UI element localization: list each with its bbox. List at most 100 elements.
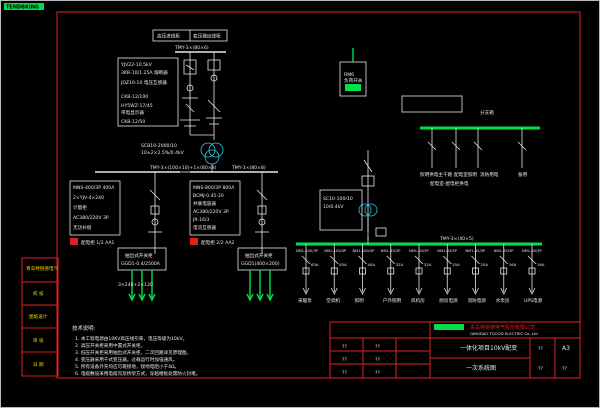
- note-line-2: 3. 低压开关柜采用抽出式开关柜，二次回路详见原理图。: [75, 349, 191, 356]
- top-right-load-1: 配电室照明: [454, 171, 477, 178]
- logo-text: TENDBKING: [6, 5, 39, 11]
- transformer-spec: 10±2×2.5%/0.4kV: [141, 150, 185, 156]
- feeder-rating-6: 25A: [481, 262, 489, 267]
- feeder-rating-8: 16A: [537, 262, 545, 267]
- lv-left-switchgear: [148, 172, 162, 254]
- lv-left-cabinet-label: 抽出式开关柜: [125, 252, 153, 259]
- feeder-load-4: 风机房: [411, 297, 425, 304]
- main-transformer: [200, 142, 224, 165]
- hv-switchgear-right: [206, 52, 222, 140]
- rmu-label: RM6: [344, 72, 354, 78]
- feeder-breaker-2: NM1-100/3P: [353, 249, 376, 253]
- feeder-breaker-8: NM1-63/3P: [522, 249, 542, 253]
- note-line-3: 4. 变压器采用干式变压器，过载运行时加强通风。: [75, 356, 177, 363]
- feeder-rating-7: 16A: [509, 262, 517, 267]
- feeder-8: NM1-63/3P 16A UPS电源: [522, 244, 545, 304]
- hv-switchgear-left: [180, 52, 200, 135]
- title-block-q4: ??: [342, 344, 347, 350]
- hv-bus-label: TMY-3×(80×6): [174, 45, 209, 51]
- feeder-group: NM1-100/3P63A采暖泵NM1-100/3P63A空调机NM1-100/…: [296, 244, 545, 304]
- feeder-breaker-4: NM1-63/3P: [409, 249, 429, 253]
- small-tx-info: [319, 189, 363, 231]
- hv-cabinet-label-a: 高压进线柜: [157, 33, 180, 40]
- title-block-size: A3: [562, 345, 570, 352]
- top-right-bus-label: 分支箱: [480, 109, 494, 116]
- feeder-breaker-0: NM1-100/3P: [296, 249, 319, 253]
- lv-mid-item-1: BCMJ-0.45-20: [193, 193, 224, 199]
- title-block-q6: ??: [342, 357, 347, 363]
- small-transformer-branch: [358, 150, 378, 240]
- lv-mid-item-3: AC380/220V 3P: [193, 209, 229, 215]
- side-panel: 青岛特锐德电气 校 核 图纸设计 审 核 日 期: [21, 257, 59, 377]
- feeder-rating-2: 40A: [368, 262, 376, 267]
- lv-mid-item-4: JR-16/3: [192, 217, 209, 223]
- lv-mid-item-5: 电流互感器: [193, 224, 216, 231]
- hv-item-4: HY5WZ-17/45: [121, 103, 153, 109]
- small-tx-spec: 10/0.4kV: [323, 204, 344, 210]
- hv-cabinet-label-b: 变压器出线柜: [193, 33, 221, 40]
- feeder-rating-5: 25A: [452, 262, 460, 267]
- title-block-company: 青岛特锐德电气股份有限公司: [470, 324, 535, 331]
- feeder-breaker-3: NM1-63/3P: [381, 249, 401, 253]
- feeder-breaker-7: NM1-63/3P: [494, 249, 514, 253]
- hv-item-3: CKB-12/100: [121, 94, 148, 100]
- rmu-indicator: [345, 84, 361, 91]
- note-line-1: 2. 高压开关柜采用中置式开关柜。: [75, 342, 145, 349]
- note-line-0: 1. 本工程电源由10KV高压线引来，电压等级为10kV。: [75, 335, 187, 342]
- logo-badge: [4, 3, 44, 10]
- lv-mid-switchgear: [255, 172, 269, 254]
- lv-bus-left-label: TMY-3×(100×10)+1×(80×8): [149, 165, 217, 171]
- lv-mid-cable-arrows: [246, 270, 274, 302]
- lv-left-tag-marker: [70, 238, 78, 245]
- hv-item-1: 3KB-10/1.25A 熔断器: [121, 69, 168, 76]
- lv-left-item-4: 无功补偿: [73, 224, 92, 231]
- rmu-sub: 负荷开关: [344, 77, 363, 84]
- side-panel-row-2: 图纸设计: [29, 313, 48, 320]
- feeder-load-8: UPS电源: [524, 297, 543, 304]
- side-panel-row-3: 审 核: [33, 337, 44, 344]
- lv-mid-info-box: [189, 180, 241, 236]
- notes-title: 技术说明:: [72, 324, 96, 332]
- title-block-q9: ??: [375, 370, 380, 376]
- feeder-rating-4: 32A: [424, 262, 432, 267]
- lv-mid-cabinet-sub: GGD1(400×200): [241, 261, 280, 267]
- lv-left-cable: 3×240+2×120: [118, 282, 153, 288]
- lv-left-cable-arrows: [128, 270, 156, 302]
- lv-left-item-3: AC380/220V 3P: [73, 215, 109, 221]
- top-right-load-2: 消防用电: [480, 171, 499, 178]
- title-block-company-en: QINGDAO TGOOD ELECTRIC Co.,Ltd: [470, 331, 538, 336]
- feeder-breaker-6: NM1-63/3P: [466, 249, 486, 253]
- lv-left-item-0: MNS-400/3P 400A: [73, 185, 115, 191]
- top-right-load-0: 照明供电主干路: [420, 171, 453, 178]
- title-block-q8: ??: [342, 370, 347, 376]
- feeder-breaker-5: NM1-63/3P: [437, 249, 457, 253]
- hv-item-6: CKB-12/50: [121, 119, 145, 125]
- transformer-label: SCB10-2000/10: [141, 143, 177, 149]
- lv-left-item-1: 2×YJV-4×240: [73, 195, 104, 201]
- hv-item-2: JDZ10-10 电压互感器: [120, 79, 167, 86]
- feeder-rating-3: 32A: [396, 262, 404, 267]
- inner-frame: [56, 11, 581, 379]
- feeder-load-7: 水泵房: [496, 297, 510, 304]
- top-right-load-3: 备用: [518, 171, 528, 178]
- feeder-load-0: 采暖泵: [298, 297, 312, 304]
- top-right-box: [401, 95, 463, 113]
- top-right-feeders: [427, 128, 527, 168]
- feeder-load-5: 厨房电源: [439, 297, 458, 304]
- note-line-4: 5. 所有设备外壳均应可靠接地，接地电阻小于4Ω。: [75, 363, 179, 370]
- lv-left-info-box: [69, 180, 121, 236]
- feeder-rating-0: 63A: [311, 262, 319, 267]
- note-line-5: 6. 电缆敷设采用电缆沟及桥架方式，穿越楼板处需防火封堵。: [75, 370, 200, 377]
- hv-equipment-box: [117, 57, 179, 127]
- title-block-drawing: 一次系统图: [466, 364, 496, 372]
- lv-left-item-2: 计量柜: [73, 204, 87, 211]
- feeder-5: NM1-63/3P 25A 厨房电源: [437, 244, 460, 304]
- title-block: [329, 321, 581, 379]
- title-block-q1: ??: [538, 346, 543, 352]
- top-right-bottom: 配电室-配电柜供电: [430, 180, 469, 187]
- lv-mid-item-0: MNS-800/3P 800A: [193, 185, 235, 191]
